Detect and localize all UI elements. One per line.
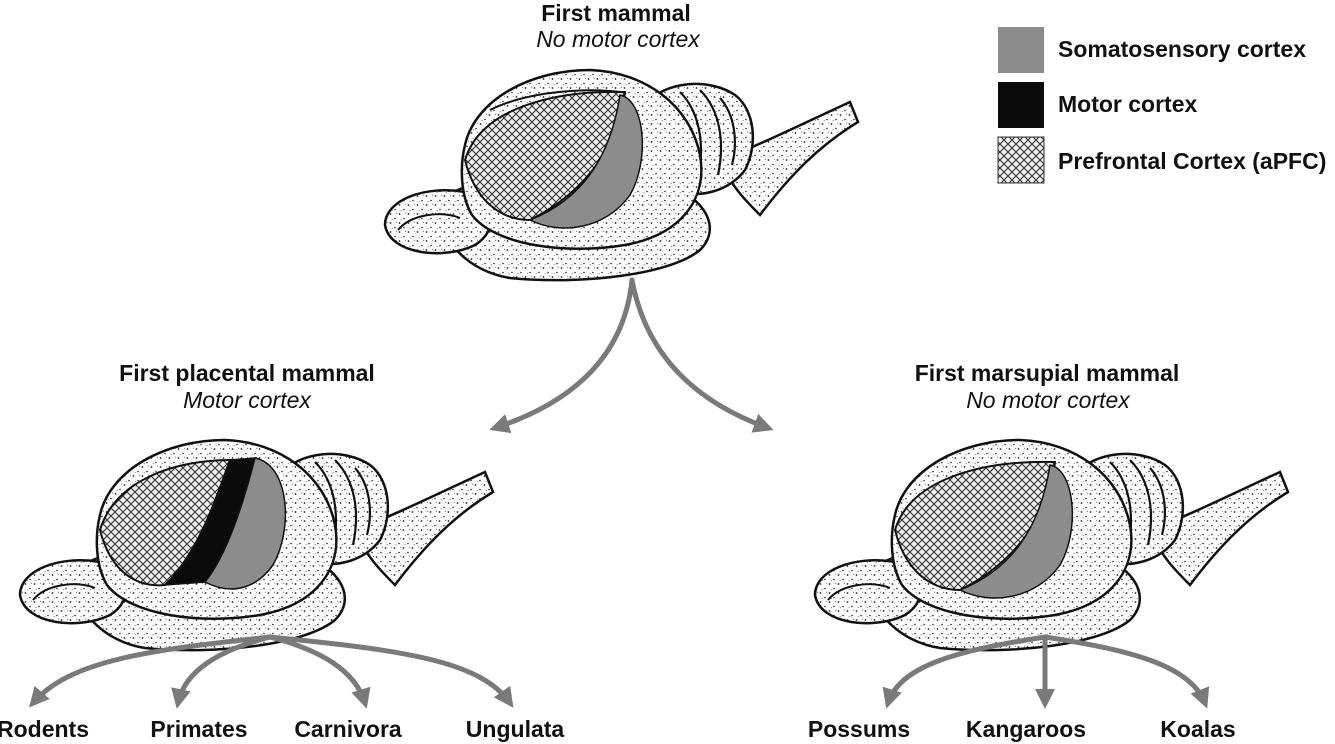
- arrow-to-rodents: [29, 634, 273, 708]
- descendant-rodents: Rodents: [0, 716, 89, 742]
- arrow-to-marsupial: [629, 277, 774, 433]
- arrow-to-carnivora: [267, 634, 371, 709]
- arrow-to-koalas: [1042, 634, 1210, 709]
- brain-first-marsupial-mammal: [813, 438, 1290, 652]
- branch-arrows-top: [489, 277, 774, 434]
- legend: [997, 27, 1045, 184]
- descendant-kangaroos: Kangaroos: [965, 716, 1087, 742]
- placental-title: First placental mammal: [119, 360, 375, 386]
- brain-first-placental-mammal: [18, 438, 495, 652]
- brain-first-mammal: [383, 68, 860, 282]
- placental-subtitle: Motor cortex: [183, 387, 311, 413]
- first-mammal-title: First mammal: [541, 0, 691, 26]
- marsupial-title: First marsupial mammal: [914, 360, 1180, 386]
- descendant-koalas: Koalas: [1160, 716, 1236, 742]
- arrow-to-placental: [489, 277, 635, 434]
- legend-swatch-prefrontal: [997, 136, 1045, 184]
- descendant-primates: Primates: [150, 716, 248, 742]
- arrow-to-ungulata: [267, 634, 514, 708]
- placental-arrows: [29, 634, 514, 709]
- arrow-to-primates: [171, 634, 273, 709]
- descendant-carnivora: Carnivora: [294, 716, 402, 742]
- first-mammal-subtitle: No motor cortex: [536, 26, 700, 52]
- descendant-possums: Possums: [807, 716, 911, 742]
- legend-label-prefrontal: Prefrontal Cortex (aPFC): [1058, 148, 1327, 174]
- legend-label-somatosensory: Somatosensory cortex: [1058, 36, 1306, 62]
- legend-swatch-somatosensory: [998, 27, 1044, 73]
- legend-label-motor: Motor cortex: [1058, 91, 1198, 117]
- marsupial-arrows: [882, 634, 1210, 709]
- descendant-ungulata: Ungulata: [465, 716, 565, 742]
- arrow-to-possums: [882, 634, 1048, 709]
- legend-swatch-motor: [998, 82, 1044, 128]
- marsupial-subtitle: No motor cortex: [966, 387, 1130, 413]
